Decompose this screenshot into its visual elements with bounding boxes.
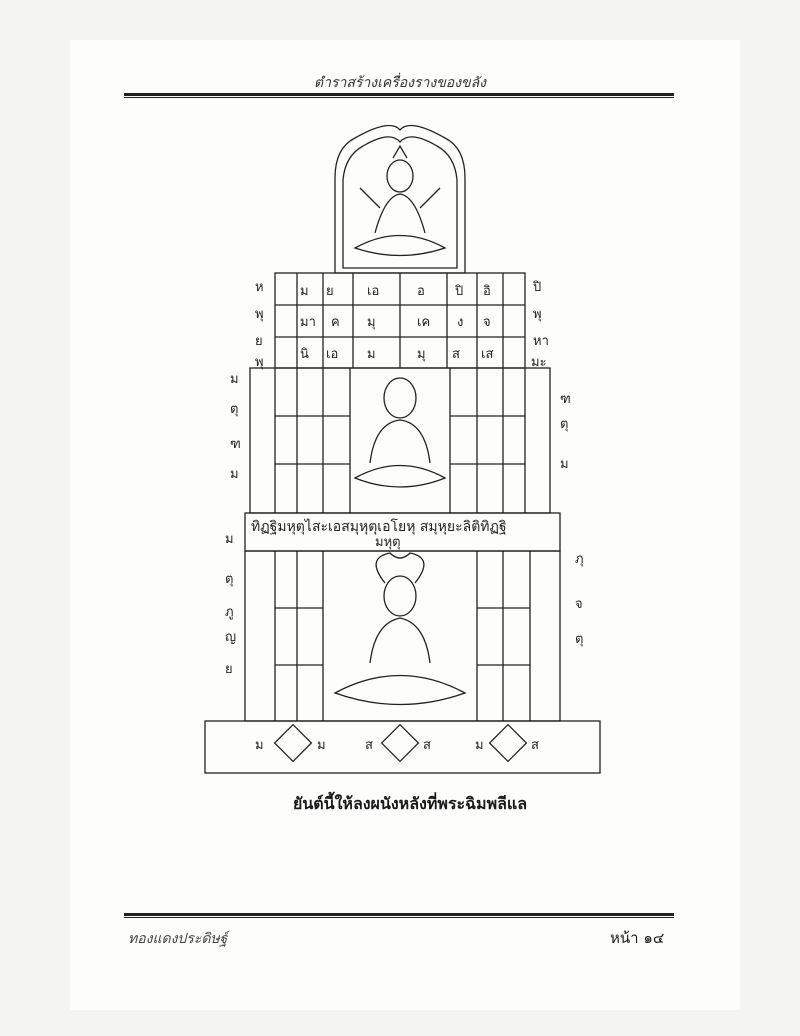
side-glyph: ย — [255, 334, 263, 349]
yantra-figure: ม ย เอ อ ปิ อิ มา ค มุ เค ง จ นิ เอ ม มุ… — [204, 124, 601, 774]
grid-glyph: ง — [457, 315, 463, 330]
arch-frame — [334, 124, 466, 274]
grid-glyph: นิ — [300, 347, 309, 362]
page-sheet — [70, 40, 740, 1010]
mid-side-glyph: ตุ — [230, 402, 238, 417]
base-glyph: ส — [423, 738, 431, 753]
grid-glyph: ส — [452, 347, 460, 362]
mid-side-glyph: ม — [560, 457, 569, 472]
grid-glyph: มุ — [367, 315, 376, 330]
mid-side-glyph: ฑ — [230, 437, 241, 452]
grid-glyph: เส — [481, 347, 493, 362]
base-glyph: ส — [365, 738, 373, 753]
header-rule — [124, 93, 674, 96]
mid-side-glyph: ตุ — [560, 417, 568, 432]
low-side-glyph: ภู — [225, 605, 234, 620]
grid-glyph: ค — [331, 315, 340, 330]
middle-grid — [249, 367, 551, 514]
side-glyph: พุ — [533, 307, 542, 322]
side-glyph: ปิ — [532, 280, 541, 295]
grid-glyph: เอ — [326, 347, 338, 362]
footer-rule — [124, 913, 674, 916]
figure-caption: ยันต์นี้ให้ลงผนังหลังที่พระฉิมพลีแล — [292, 794, 528, 813]
mid-side-glyph: ม — [230, 372, 239, 387]
low-side-glyph: ตุ — [575, 632, 583, 647]
base-diamonds — [273, 723, 528, 763]
footer-rule-thin — [124, 917, 674, 918]
base-glyph: ม — [475, 738, 484, 753]
footer-signature: ทองแดงประดิษฐ์ — [128, 931, 228, 947]
side-glyph: มะ — [531, 355, 547, 370]
low-side-glyph: ม — [225, 532, 234, 547]
low-side-glyph: ภุ — [575, 552, 584, 567]
low-side-glyph: ญ — [225, 630, 236, 645]
page-number: หน้า ๑๔ — [610, 929, 665, 947]
grid-glyph: ปิ — [454, 284, 463, 299]
base-glyph: ม — [317, 738, 326, 753]
running-title: ตำราสร้างเครื่องรางของขลัง — [313, 75, 487, 91]
grid-glyph: อ — [417, 284, 425, 299]
grid-glyph: ม — [300, 284, 309, 299]
grid-glyph: อิ — [483, 284, 491, 299]
side-glyph: หา — [533, 334, 549, 349]
side-glyph: ห — [255, 280, 264, 295]
low-side-glyph: ย — [225, 662, 233, 677]
mid-side-glyph: ฑ — [560, 392, 571, 407]
header-rule-thin — [124, 97, 674, 98]
grid-glyph: มา — [300, 315, 316, 330]
low-side-glyph: ตุ — [225, 572, 233, 587]
grid-glyph: ย — [326, 284, 334, 299]
low-side-glyph: จ — [575, 597, 583, 612]
grid-glyph: ม — [367, 347, 376, 362]
grid-glyph: จ — [483, 315, 491, 330]
grid-glyph: เอ — [367, 284, 379, 299]
buddha-low-head — [383, 575, 417, 617]
band-text-2: มหุตุ — [375, 535, 401, 550]
side-glyph: พุ — [255, 307, 264, 322]
base-band — [204, 720, 601, 774]
grid-glyph: เค — [417, 315, 430, 330]
buddha-mid-head — [383, 377, 417, 419]
base-glyph: ม — [255, 738, 264, 753]
band-text: ทิฏฐิมหุตุไสะเอสมุหุตุเอโยหุ สมุหุยะลิติ… — [251, 518, 507, 535]
side-glyph: พุ — [255, 355, 264, 370]
base-glyph: ส — [531, 738, 539, 753]
grid-glyph: มุ — [417, 347, 426, 362]
buddha-top-head — [386, 159, 414, 193]
mid-side-glyph: ม — [230, 467, 239, 482]
